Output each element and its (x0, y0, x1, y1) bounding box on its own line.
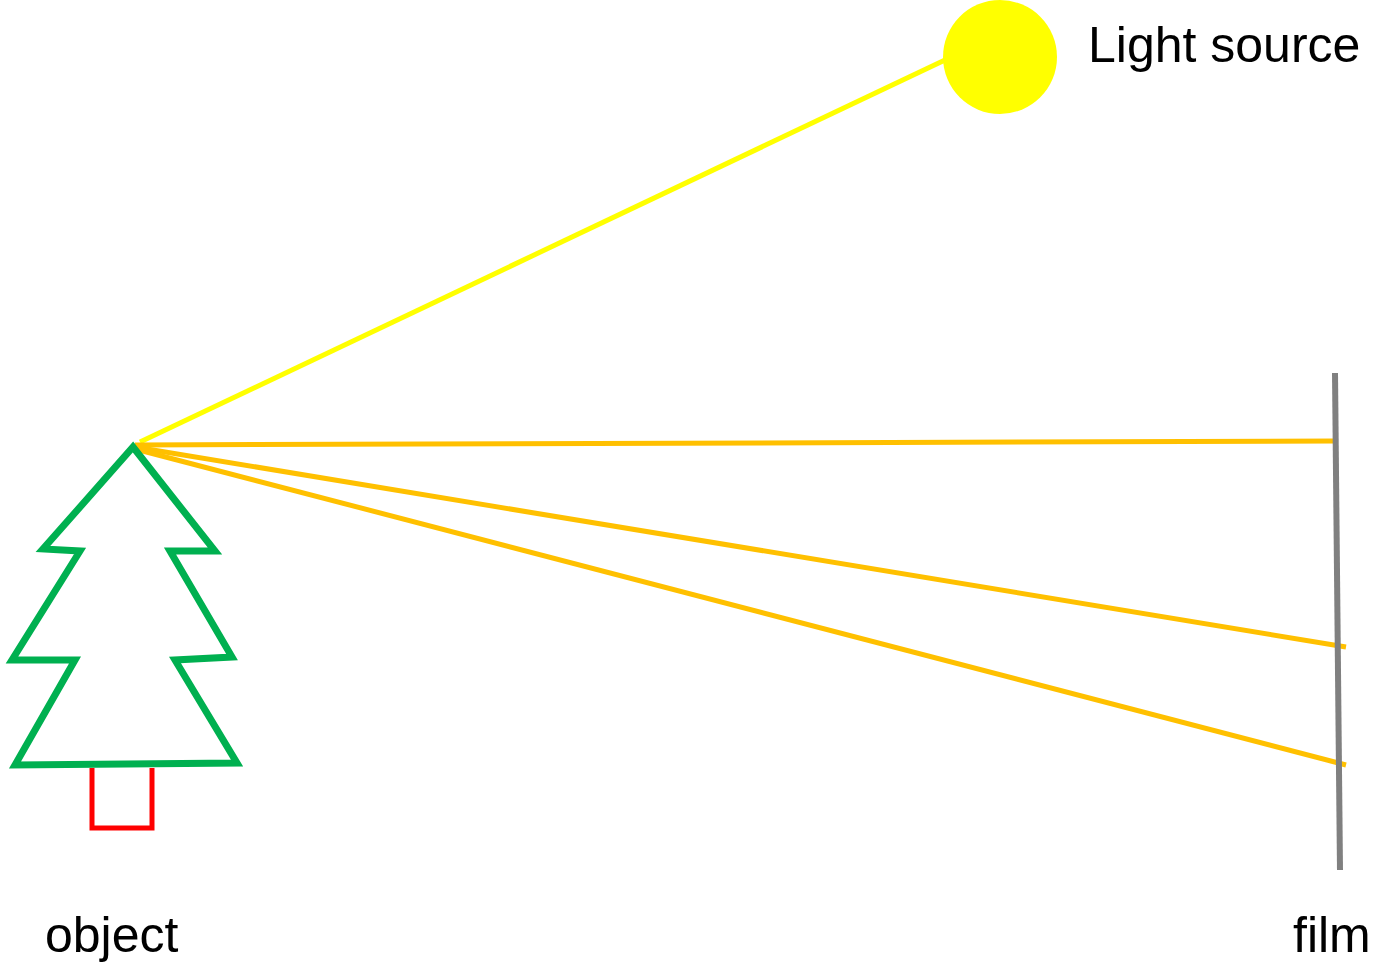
film-label: film (1293, 905, 1371, 965)
tree-outline (12, 447, 237, 765)
tree-trunk (92, 768, 152, 828)
light-source-disc (943, 0, 1057, 114)
reflected-ray (135, 449, 1346, 765)
object-label: object (45, 905, 178, 965)
incident-ray (140, 60, 945, 442)
light-source-label: Light source (1088, 15, 1360, 75)
reflected-ray (135, 441, 1335, 445)
film-plane (1335, 373, 1340, 870)
reflected-ray (135, 447, 1346, 647)
